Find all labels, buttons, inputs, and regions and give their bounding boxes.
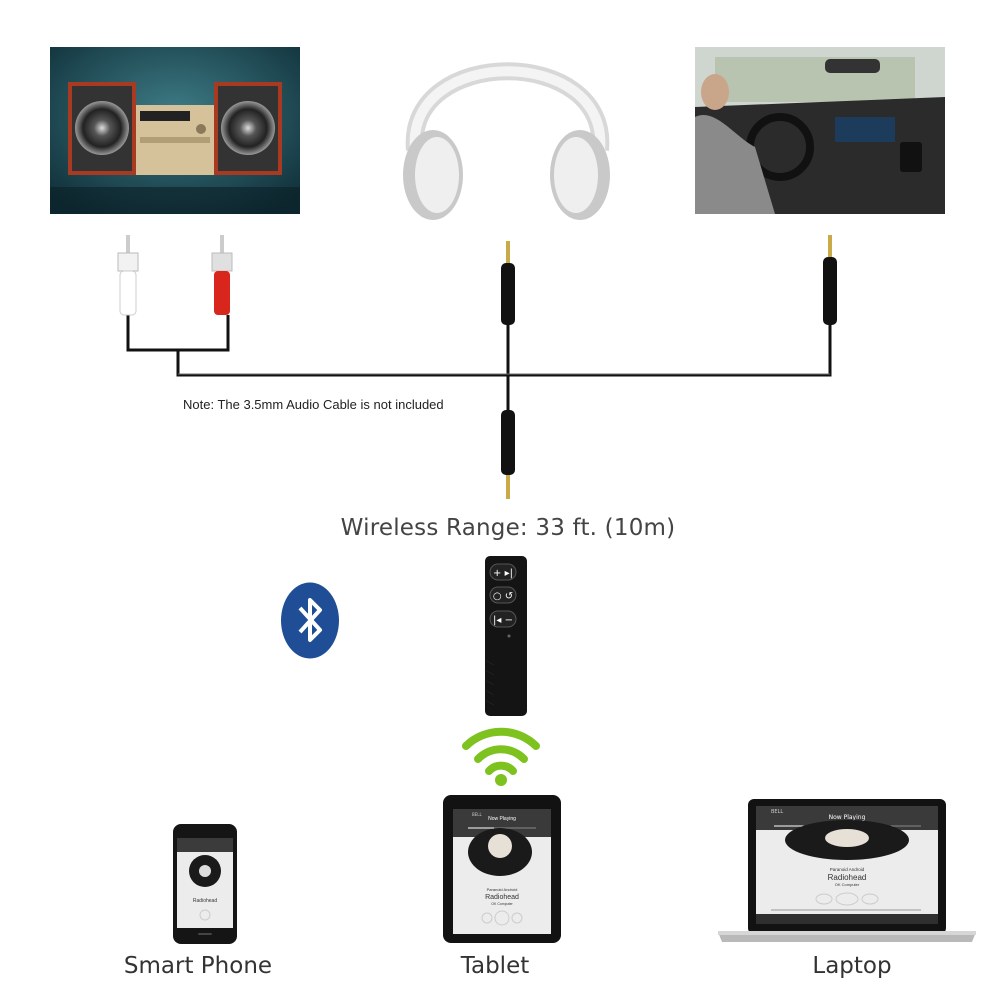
rca-y-cable — [126, 315, 230, 352]
svg-text:Radiohead: Radiohead — [193, 898, 217, 904]
svg-text:OK Computer: OK Computer — [835, 882, 860, 887]
volume-up-next-button — [489, 563, 517, 581]
volume-down-prev-button — [489, 610, 517, 628]
bluetooth-receiver-device: + ▸| ○ ↺ |◂ − — [484, 556, 527, 716]
svg-text:○ ↺: ○ ↺ — [493, 591, 513, 602]
svg-text:BELL: BELL — [472, 812, 483, 817]
bluetooth-icon — [281, 582, 339, 659]
stereo-system-image — [50, 47, 300, 214]
svg-text:Now Playing: Now Playing — [488, 816, 516, 822]
svg-text:Paranoid Android: Paranoid Android — [487, 887, 518, 892]
adapter-jack-plug — [501, 410, 515, 499]
svg-text:Paranoid Android: Paranoid Android — [830, 867, 865, 872]
tablet-label: Tablet — [460, 953, 530, 979]
svg-text:BELL: BELL — [771, 809, 783, 815]
wireless-range-label: Wireless Range: 33 ft. (10m) — [340, 515, 676, 541]
svg-text:Radiohead: Radiohead — [828, 873, 867, 882]
headphones-image — [403, 62, 610, 220]
headphone-jack-plug — [501, 241, 515, 325]
main-cable — [176, 320, 832, 377]
power-call-button — [489, 586, 517, 604]
rca-white-plug — [117, 235, 139, 316]
laptop-image: BELL Now Playing Paranoid Android Radioh… — [718, 799, 976, 942]
svg-text:Radiohead: Radiohead — [485, 894, 519, 901]
svg-text:|◂ −: |◂ − — [493, 615, 513, 626]
tablet-image: BELL Now Playing Paranoid Android Radioh… — [443, 795, 561, 943]
cable-note: Note: The 3.5mm Audio Cable is not inclu… — [183, 397, 444, 412]
smart-phone-image: Radiohead — [173, 824, 237, 944]
svg-text:OK Computer: OK Computer — [491, 902, 513, 906]
laptop-label: Laptop — [812, 953, 892, 979]
smart-phone-label: Smart Phone — [123, 953, 273, 979]
cable-diagram — [117, 235, 837, 499]
car-interior-image — [695, 47, 945, 214]
svg-text:+ ▸|: + ▸| — [493, 568, 513, 579]
rca-red-plug — [211, 235, 233, 315]
car-jack-plug — [823, 235, 837, 325]
svg-text:Now Playing: Now Playing — [829, 814, 866, 821]
wireless-signal-icon — [462, 727, 540, 786]
